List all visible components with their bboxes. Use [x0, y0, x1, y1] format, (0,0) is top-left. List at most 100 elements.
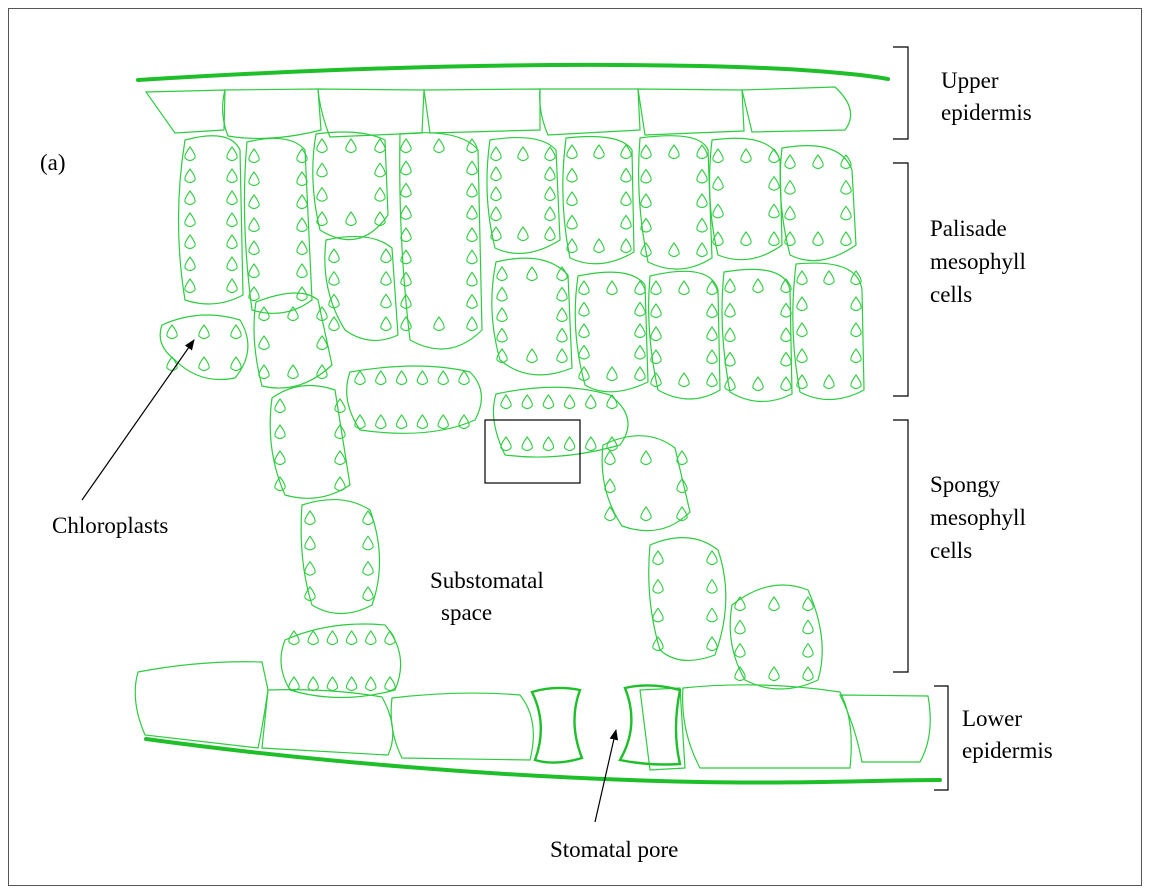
chloroplast [851, 323, 861, 337]
chloroplast [329, 249, 339, 263]
chloroplast [401, 184, 411, 198]
chloroplast [707, 304, 717, 318]
chloroplast [381, 249, 391, 263]
chloroplast [381, 272, 391, 286]
chloroplast [335, 451, 345, 465]
chloroplast [851, 375, 861, 389]
chloroplast [785, 155, 795, 169]
chloroplast [653, 551, 663, 565]
chloroplast [346, 212, 356, 226]
chloroplast [308, 631, 318, 645]
chloroplast [707, 608, 717, 622]
chloroplast [753, 377, 763, 391]
chloroplast [557, 349, 567, 363]
chloroplast [497, 288, 507, 302]
chloroplast [363, 587, 373, 601]
chloroplast [725, 304, 735, 318]
chloroplast [185, 279, 195, 293]
chloroplast [781, 353, 791, 367]
chloroplast [707, 637, 717, 651]
chloroplast [249, 264, 259, 278]
chloroplast [769, 667, 779, 681]
chloroplast [185, 169, 195, 183]
chloroplast [434, 317, 444, 331]
stomatal-pore-label: Stomatal pore [550, 837, 678, 862]
chloroplast [781, 328, 791, 342]
chloroplast [579, 281, 589, 295]
chloroplast [797, 271, 807, 285]
chloroplast [185, 257, 195, 271]
chloroplast [297, 218, 307, 232]
chloroplast [497, 308, 507, 322]
spongy-label-1: Spongy [930, 472, 1001, 497]
chloroplast [557, 329, 567, 343]
chloroplast [781, 377, 791, 391]
substomatal-label-1: Substomatal [430, 568, 544, 593]
chloroplast [249, 218, 259, 232]
chloroplast [467, 184, 477, 198]
chloroplast [467, 139, 477, 153]
chloroplast [651, 304, 661, 318]
chloroplast [297, 264, 307, 278]
chloroplast [417, 415, 427, 429]
chloroplast [401, 317, 411, 331]
chloroplast [607, 281, 617, 295]
chloroplast [697, 219, 707, 233]
chloroplast [467, 273, 477, 287]
chloroplast [545, 187, 555, 201]
chloroplast [401, 161, 411, 175]
chloroplast [669, 145, 679, 159]
chloroplast [363, 536, 373, 550]
chloroplast [231, 325, 241, 339]
spongy-label-2: mesophyll [930, 505, 1026, 530]
chloroplast [366, 631, 376, 645]
chloroplast [803, 620, 813, 634]
chloroplast [227, 213, 237, 227]
chloroplast [594, 239, 604, 253]
chloroplast [641, 507, 651, 521]
chloroplast [713, 149, 723, 163]
chloroplast [635, 346, 645, 360]
chloroplast [621, 216, 631, 230]
chloroplast [317, 163, 327, 177]
chloroplast [491, 167, 501, 181]
chloroplast [491, 147, 501, 161]
chloroplast [227, 169, 237, 183]
upper-cuticle [138, 65, 888, 80]
chloroplast [185, 191, 195, 205]
chloroplast [522, 395, 532, 409]
chloroplast [851, 297, 861, 311]
chloroplast [308, 677, 318, 691]
chloroplast [543, 437, 553, 451]
chloroplast [803, 644, 813, 658]
chloroplast [545, 227, 555, 241]
chloroplast [567, 216, 577, 230]
chloroplast [401, 228, 411, 242]
chloroplast [381, 317, 391, 331]
chloroplast [635, 367, 645, 381]
guard-cell-left [532, 688, 582, 763]
palisade-label-1: Palisade [930, 216, 1007, 241]
chloroplast [275, 451, 285, 465]
chloroplast [289, 677, 299, 691]
chloroplast [467, 206, 477, 220]
chloroplast [741, 232, 751, 246]
chloroplast [769, 204, 779, 218]
chloroplast [697, 145, 707, 159]
chloroplast [231, 357, 241, 371]
chloroplast [579, 324, 589, 338]
chloroplast [653, 580, 663, 594]
chloroplast [355, 415, 365, 429]
chloroplast [607, 367, 617, 381]
chloroplast [167, 325, 177, 339]
chloroplast [376, 371, 386, 385]
chloroplast [797, 323, 807, 337]
chloroplast [824, 375, 834, 389]
chloroplast [725, 353, 735, 367]
chloroplast [249, 172, 259, 186]
chloroplast [491, 187, 501, 201]
chloroplast [707, 281, 717, 295]
chloroplast [297, 195, 307, 209]
chloroplast [305, 511, 315, 525]
